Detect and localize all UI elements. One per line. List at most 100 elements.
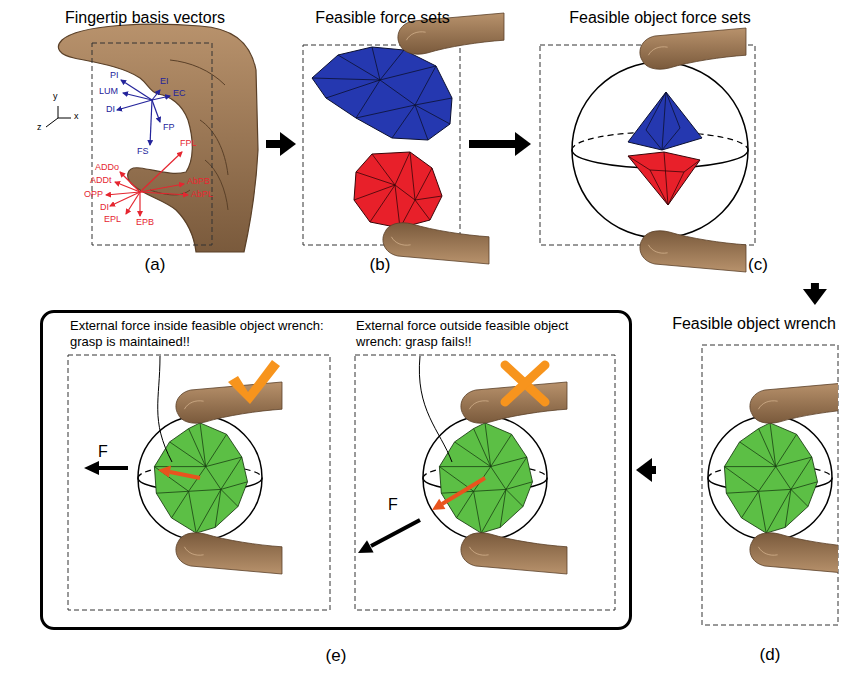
red-basis-vectors — [106, 152, 188, 216]
panel-caption: (c) — [738, 255, 778, 275]
flow-arrow — [266, 132, 296, 156]
panel-title-holder: Feasible force sets — [300, 8, 465, 27]
thumb — [176, 533, 282, 574]
fingertip — [640, 28, 746, 69]
force-label: F — [98, 442, 114, 461]
muscle-label-holder: FS — [137, 147, 149, 157]
arrow-head — [515, 132, 531, 156]
blue-basis-vectors — [117, 80, 170, 145]
thumb — [383, 223, 489, 264]
arrow-head — [280, 132, 296, 156]
hand-group — [750, 382, 838, 574]
force-arrows — [358, 478, 485, 553]
panel-group: (e)External force inside feasible object… — [40, 310, 632, 630]
axis-label: y — [53, 92, 58, 102]
leader-line — [419, 356, 452, 462]
muscle-label-holder: EPL — [104, 215, 121, 225]
hand-group — [461, 382, 567, 574]
axis-label-holder: y — [53, 92, 58, 102]
flow-arrow — [469, 132, 531, 156]
fingertip — [750, 382, 838, 423]
axis-label-holder: z — [37, 123, 42, 133]
dashed-frame — [540, 45, 755, 245]
fingertip — [176, 382, 282, 423]
callout-note-holder: External force inside feasible object wr… — [70, 318, 328, 349]
panel-caption-holder: (b) — [360, 255, 400, 275]
axis-label: z — [37, 123, 42, 133]
hand-figure — [58, 24, 258, 252]
callout-note-holder: External force outside feasible object w… — [356, 318, 614, 349]
panel-title: Feasible object force sets — [550, 8, 770, 27]
dashed-frame — [92, 43, 212, 245]
muscle-label-holder: LUM — [99, 87, 118, 97]
dashed-frame — [303, 45, 460, 245]
panel: Feasible object force sets (c) — [535, 8, 845, 280]
red-object-force-set — [628, 152, 700, 205]
thumb — [461, 533, 567, 574]
thumb — [640, 231, 746, 272]
panel: Fingertip basis vectors (a) — [28, 8, 262, 280]
muscle-label-holder: EPB — [136, 218, 154, 228]
muscle-label: DI — [106, 105, 115, 115]
panel-title-holder: Fingertip basis vectors — [28, 8, 262, 27]
force-label-holder: F — [388, 495, 404, 514]
panel-caption-holder: (d) — [750, 645, 790, 665]
red-force-polytope — [354, 152, 442, 228]
panel-title: Fingertip basis vectors — [28, 8, 262, 27]
blue-force-polytope — [312, 47, 452, 140]
force-label: F — [388, 495, 404, 514]
sub-panel: External force outside feasible object w… — [352, 316, 618, 616]
blue-object-force-set — [628, 92, 702, 150]
panel-caption-holder: (e) — [316, 646, 356, 666]
check-mark — [228, 360, 280, 404]
panel-caption: (e) — [316, 646, 356, 666]
muscle-label: EI — [160, 77, 169, 87]
axis-label: x — [74, 112, 79, 122]
panel-title-holder: Feasible object force sets — [550, 8, 770, 27]
object-sphere — [708, 416, 832, 540]
muscle-label: EPB — [136, 218, 154, 228]
callout-note: External force inside feasible object wr… — [70, 318, 328, 349]
flow-arrow — [636, 458, 656, 482]
muscle-label-holder: ADDo — [95, 163, 119, 173]
panel-caption: (b) — [360, 255, 400, 275]
muscle-label: AbPL — [191, 190, 213, 200]
muscle-label: PI — [110, 71, 119, 81]
muscle-label: FPL — [180, 139, 197, 149]
panel-caption: (d) — [750, 645, 790, 665]
muscle-label: DI — [100, 203, 109, 213]
muscle-label: FS — [137, 147, 149, 157]
arrow-head — [803, 289, 827, 305]
arrow-head — [636, 458, 652, 482]
force-label-holder: F — [98, 442, 114, 461]
arrow-shaft — [469, 140, 516, 148]
axes-symbol — [46, 106, 71, 127]
cross-mark — [505, 365, 545, 402]
axis-label-holder: x — [74, 112, 79, 122]
dashed-frame — [68, 355, 330, 610]
force-arrows — [84, 461, 200, 478]
muscle-label-holder: ADDt — [90, 176, 112, 186]
object-sphere — [423, 416, 547, 540]
sub-panel: External force inside feasible object wr… — [66, 316, 332, 616]
muscle-label: OPP — [84, 190, 103, 200]
panel-caption: (a) — [135, 255, 175, 275]
arrow-shaft — [811, 283, 819, 290]
muscle-label-holder: DI — [106, 105, 115, 115]
muscle-label: FP — [163, 123, 175, 133]
panel: Feasible object wrench (d) — [660, 308, 848, 672]
leader-line — [158, 356, 172, 462]
thumb — [750, 533, 838, 574]
callout-note: External force outside feasible object w… — [356, 318, 614, 349]
muscle-label-holder: FP — [163, 123, 175, 133]
panel-caption-holder: (a) — [135, 255, 175, 275]
dashed-frame — [355, 355, 615, 610]
muscle-label-holder: EC — [173, 89, 186, 99]
muscle-label-holder: EI — [160, 77, 169, 87]
muscle-label: ADDo — [95, 163, 119, 173]
wrench-polytope — [724, 423, 817, 533]
object-sphere — [138, 416, 262, 540]
panel-title-holder: Feasible object wrench — [660, 314, 848, 333]
muscle-label-holder: AbPB — [187, 177, 210, 187]
